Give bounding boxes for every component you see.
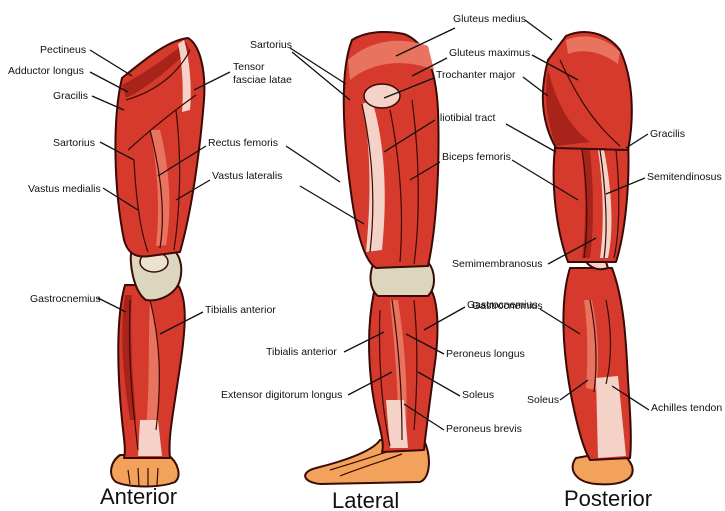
- label-anterior-vastus-medialis: Vastus medialis: [28, 183, 101, 195]
- label-lateral-tibialis-anterior: Tibialis anterior: [266, 346, 337, 358]
- label-posterior-gluteus-maximus: Gluteus maximus: [449, 47, 530, 59]
- view-title-posterior: Posterior: [564, 486, 652, 511]
- label-lateral-extensor-digitorum-longus: Extensor digitorum longus: [221, 389, 342, 401]
- anterior-leg-illustration: [111, 38, 204, 487]
- posterior-leg-illustration: [543, 32, 633, 484]
- label-anterior-pectineus: Pectineus: [40, 44, 86, 56]
- label-lateral-biceps-femoris: Biceps femoris: [442, 151, 511, 163]
- label-anterior-adductor-longus: Adductor longus: [8, 65, 84, 77]
- label-posterior-trochanter-major: Trochanter major: [436, 69, 516, 81]
- view-title-anterior: Anterior: [100, 484, 177, 509]
- label-anterior-tibialis-anterior: Tibialis anterior: [205, 304, 276, 316]
- lateral-leg-illustration: [305, 32, 438, 484]
- label-lateral-soleus: Soleus: [462, 389, 494, 401]
- label-posterior-semimembranosus: Semimembranosus: [452, 258, 542, 270]
- label-lateral-sartorius: Sartorius: [250, 39, 292, 51]
- label-posterior-achilles-tendon: Achilles tendon: [651, 402, 722, 414]
- label-anterior-sartorius: Sartorius: [53, 137, 95, 149]
- label-posterior-gracilis: Gracilis: [650, 128, 685, 140]
- label-posterior-gastrocnemius: Gastrocnemius: [472, 300, 543, 312]
- label-lateral-peroneus-brevis: Peroneus brevis: [446, 423, 522, 435]
- label-anterior-tensor-2: fasciae latae: [233, 74, 292, 86]
- label-anterior-rectus-femoris: Rectus femoris: [208, 137, 278, 149]
- label-anterior-vastus-lateralis: Vastus lateralis: [212, 170, 282, 182]
- anterior-foot: [111, 455, 178, 487]
- label-anterior-gracilis: Gracilis: [53, 90, 88, 102]
- label-posterior-semitendinosus: Semitendinosus: [647, 171, 722, 183]
- label-lateral-peroneus-longus: Peroneus longus: [446, 348, 525, 360]
- label-posterior-soleus: Soleus: [527, 394, 559, 406]
- label-lateral-iliotibial-tract: Iliotibial tract: [437, 112, 495, 124]
- view-title-lateral: Lateral: [332, 488, 399, 511]
- label-anterior-gastrocnemius: Gastrocnemius: [30, 293, 101, 305]
- label-anterior-tensor-1: Tensor: [233, 61, 265, 73]
- label-posterior-gluteus-medius: Gluteus medius: [453, 13, 526, 25]
